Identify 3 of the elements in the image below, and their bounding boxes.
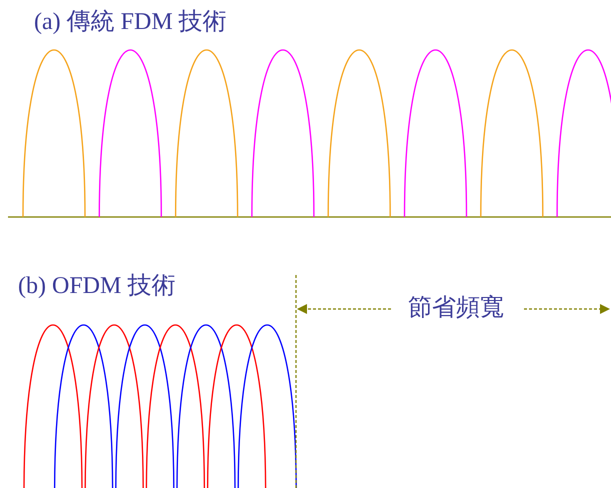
dimension-label: 節省頻寬 (408, 296, 504, 320)
panel-title: (b) OFDM 技術 (18, 274, 176, 298)
panel-title: (a) 傳統 FDM 技術 (34, 10, 227, 34)
